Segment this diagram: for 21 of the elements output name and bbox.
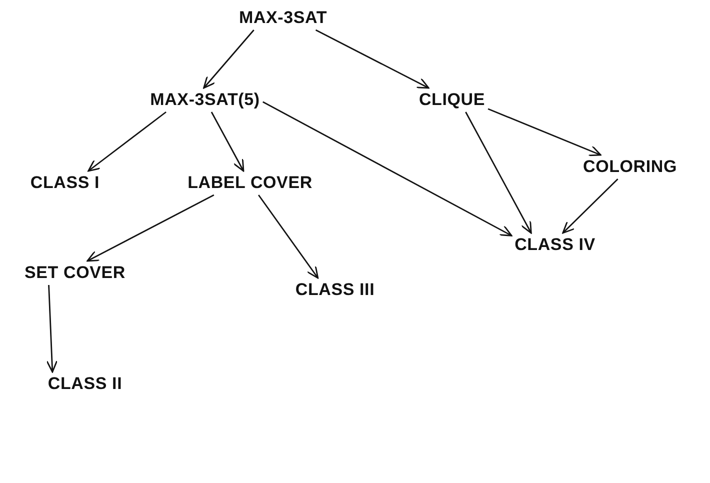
problem-label: SET COVER [24, 263, 126, 283]
arrow [88, 111, 166, 172]
arrow [562, 178, 618, 234]
problem-label: CLASS IV [514, 235, 596, 255]
arrow [210, 112, 244, 172]
arrow [86, 194, 214, 262]
problem-label: MAX-3SAT(5) [150, 90, 260, 110]
problem-label: CLASS II [48, 374, 122, 394]
arrow [465, 112, 532, 234]
problem-label: MAX-3SAT [238, 8, 328, 28]
arrow [46, 284, 58, 373]
problem-label: CLASS III [295, 280, 375, 300]
problem-label: CLIQUE [418, 90, 486, 110]
problem-label: LABEL COVER [188, 173, 312, 193]
arrow [203, 30, 254, 89]
problem-label: CLASS I [30, 173, 100, 193]
arrow [315, 29, 430, 89]
arrow [258, 194, 319, 279]
arrow [488, 108, 602, 156]
problem-label: COLORING [583, 157, 677, 177]
arrow [262, 101, 512, 236]
